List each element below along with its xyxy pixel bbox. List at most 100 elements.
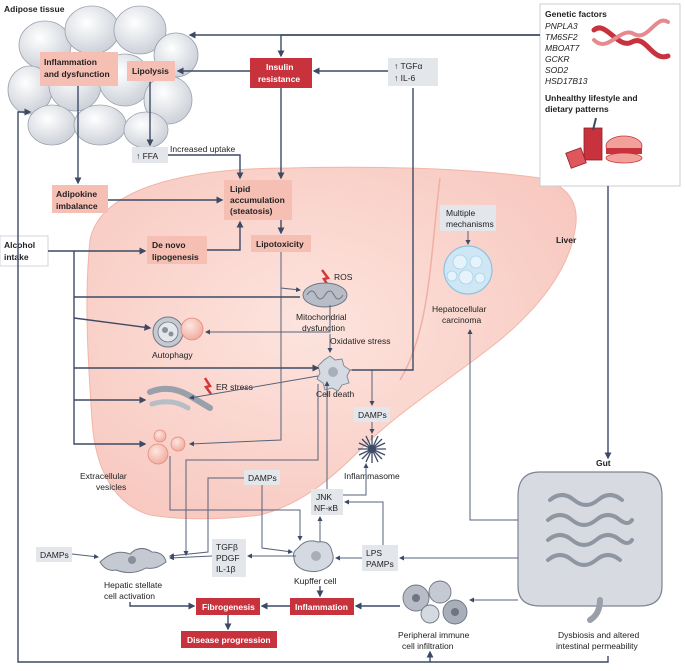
hcc-label-2: carcinoma xyxy=(442,315,481,325)
lipid-label-2: accumulation xyxy=(230,195,285,205)
damps-box-3 xyxy=(36,547,72,562)
gut-label: Gut xyxy=(596,458,611,468)
genetic-factors-title: Genetic factors xyxy=(545,9,607,19)
hsc-label: Hepatic stellate xyxy=(104,580,162,590)
hsc-label-2: cell activation xyxy=(104,591,155,601)
inflammation-dysfunction-label-2: and dysfunction xyxy=(44,69,110,79)
liver-lobe-line xyxy=(399,177,441,381)
insulin-resistance-box xyxy=(250,58,312,88)
insulin-resistance-label-2: resistance xyxy=(258,74,300,84)
inflammation-box xyxy=(290,598,354,615)
multiple-label-2: mechanisms xyxy=(446,219,494,229)
damps-label-1: DAMPs xyxy=(358,410,387,420)
lipotoxicity-label: Lipotoxicity xyxy=(256,239,304,249)
tgf-il6-box xyxy=(388,58,438,86)
fibrogenesis-box xyxy=(196,598,260,615)
gut-icon xyxy=(517,471,663,623)
pamps-label: PAMPs xyxy=(366,559,394,569)
lps-label: LPS xyxy=(366,548,382,558)
peripheral-immune-cells-icon xyxy=(402,580,468,625)
ffa-label: ↑ FFA xyxy=(136,151,159,161)
lipolysis-box xyxy=(127,61,175,81)
peripheral-label-2: cell infiltration xyxy=(402,641,454,651)
gene-label: TM6SF2 xyxy=(545,32,578,42)
increased-uptake-label: Increased uptake xyxy=(170,144,235,154)
cell-death-label: Cell death xyxy=(316,389,355,399)
damps-label-3: DAMPs xyxy=(40,550,69,560)
kupffer-nucleus xyxy=(311,551,321,561)
autophagy-icon xyxy=(152,316,204,348)
gene-label: HSD17B13 xyxy=(545,76,588,86)
adipokine-label-2: imbalance xyxy=(56,201,98,211)
ros-label: ROS xyxy=(334,272,353,282)
multiple-mechanisms-box xyxy=(440,205,496,231)
lipolysis-label: Lipolysis xyxy=(132,66,169,76)
fibrogenesis-label: Fibrogenesis xyxy=(202,602,255,612)
fast-food-icon xyxy=(565,117,643,169)
lipid-label: Lipid xyxy=(230,184,250,194)
lps-pamps-box xyxy=(362,545,398,571)
inflammasome-label: Inflammasome xyxy=(344,471,400,481)
lipid-accumulation-box xyxy=(224,180,292,220)
hcc-label: Hepatocellular xyxy=(432,304,487,314)
gene-label: GCKR xyxy=(545,54,570,64)
er-stress-bolt-icon xyxy=(203,377,213,395)
il6-label: ↑ IL-6 xyxy=(394,73,416,83)
inflammation-dysfunction-box xyxy=(40,52,118,86)
jnk-label: JNK xyxy=(316,492,332,502)
tgf-alpha-label: ↑ TGFα xyxy=(394,61,422,71)
inflammation-label: Inflammation xyxy=(295,602,348,612)
de-novo-label-2: lipogenesis xyxy=(152,252,199,262)
peripheral-label: Peripheral immune xyxy=(398,630,470,640)
pdgf-label: PDGF xyxy=(216,553,240,563)
gene-label: PNPLA3 xyxy=(545,21,578,31)
nfkb-label: NF-κB xyxy=(314,503,338,513)
alcohol-box xyxy=(0,235,49,267)
tgfb-pdgf-il1b-box xyxy=(212,539,246,577)
dna-helix-icon xyxy=(591,18,671,60)
de-novo-label: De novo xyxy=(152,240,186,250)
lipid-label-3: (steatosis) xyxy=(230,206,273,216)
mitochondrion-cristae xyxy=(306,290,344,300)
damps-box-2 xyxy=(244,470,280,485)
hcc-tumour xyxy=(443,245,493,295)
de-novo-box xyxy=(147,236,207,264)
mito-label: Mitochondrial xyxy=(296,312,347,322)
autophagy-label: Autophagy xyxy=(152,350,193,360)
ev-label: Extracellular xyxy=(80,471,127,481)
ffa-box xyxy=(132,147,168,163)
oxidative-stress-label: Oxidative stress xyxy=(330,336,390,346)
dysbiosis-label-2: intestinal permeability xyxy=(556,641,638,651)
disease-progression-label: Disease progression xyxy=(187,635,271,645)
il1b-label: IL-1β xyxy=(216,564,236,574)
er-stress-label: ER stress xyxy=(216,382,253,392)
lifestyle-label: Unhealthy lifestyle and xyxy=(545,93,638,103)
jnk-nfkb-box xyxy=(311,489,343,515)
alcohol-label: Alcohol xyxy=(4,240,35,250)
liver-label: Liver xyxy=(556,235,577,245)
dysbiosis-label: Dysbiosis and altered xyxy=(558,630,640,640)
mito-label-2: dysfunction xyxy=(302,323,345,333)
tgfb-label: TGFβ xyxy=(216,542,238,552)
lipotoxicity-box xyxy=(251,235,311,252)
inflammasome-icon xyxy=(358,435,386,463)
arrows xyxy=(17,31,612,663)
inflammation-dysfunction-label: Inflammation xyxy=(44,57,97,67)
extracellular-vesicles-icon xyxy=(147,429,186,465)
stellate-nucleus xyxy=(128,556,136,564)
adipose-tissue-label: Adipose tissue xyxy=(4,4,65,14)
adipokine-box xyxy=(52,185,108,213)
kupffer-label: Kupffer cell xyxy=(294,576,336,586)
insulin-resistance-label: Insulin xyxy=(266,62,293,72)
damps-box-1 xyxy=(354,407,390,422)
gene-label: SOD2 xyxy=(545,65,568,75)
alcohol-label-2: intake xyxy=(4,252,29,262)
ev-label-2: vesicles xyxy=(96,482,126,492)
multiple-label: Multiple xyxy=(446,208,476,218)
lifestyle-label-2: dietary patterns xyxy=(545,104,609,114)
adipokine-label: Adipokine xyxy=(56,189,97,199)
disease-progression-box xyxy=(181,631,277,648)
damps-label-2: DAMPs xyxy=(248,473,277,483)
